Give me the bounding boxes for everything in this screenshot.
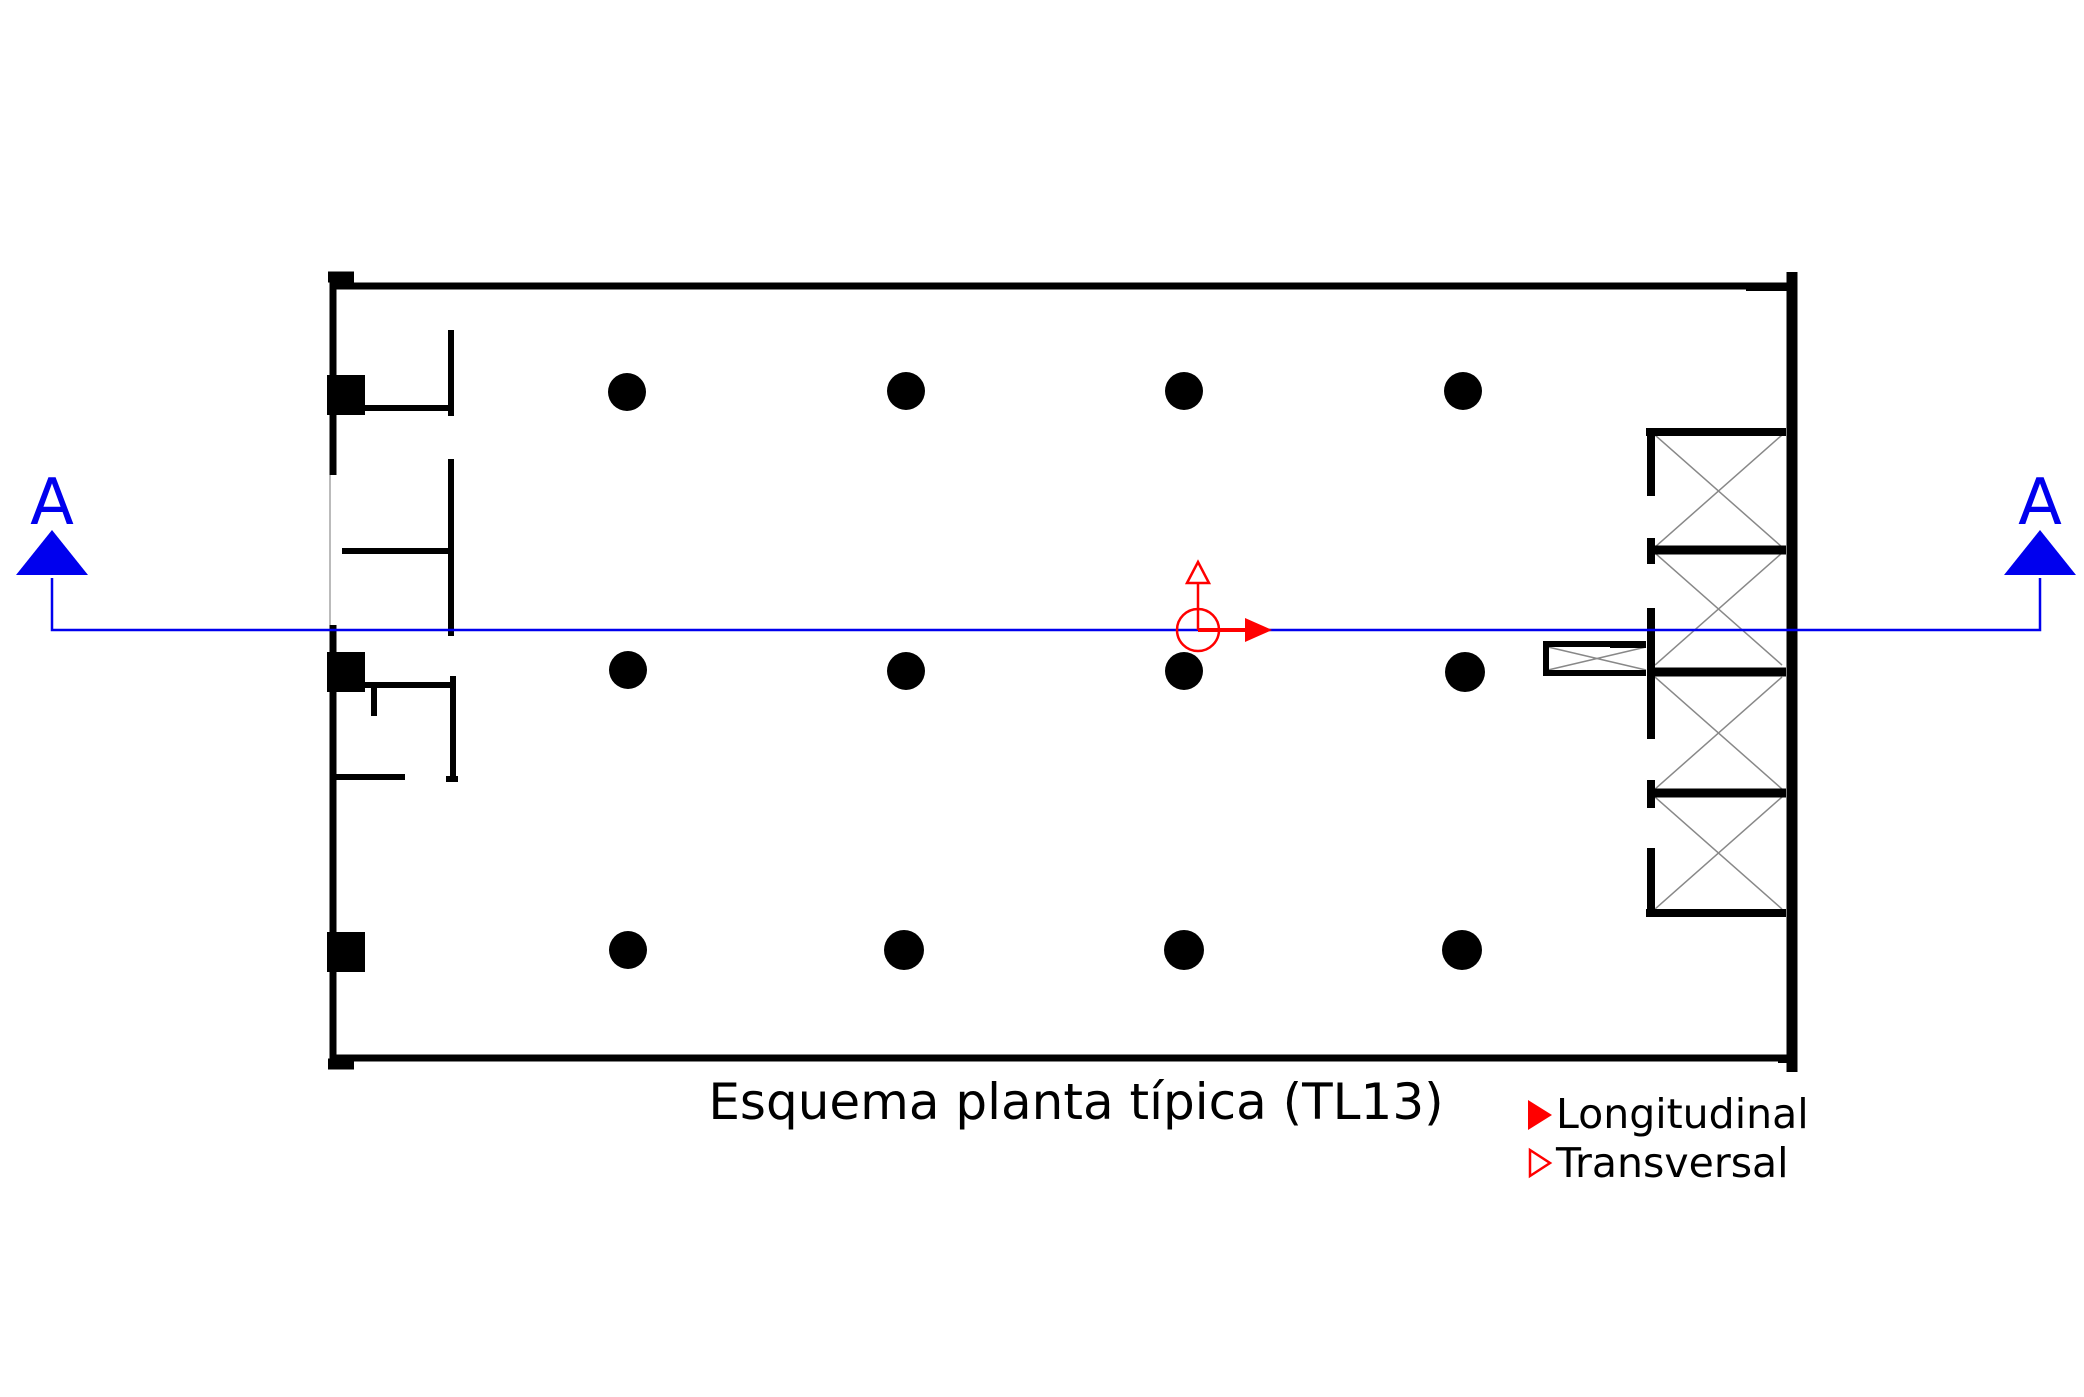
longitudinal-legend-icon	[1528, 1100, 1552, 1130]
round-column	[1445, 652, 1485, 692]
elevator-core	[1543, 428, 1786, 917]
diagram-title: Esquema planta típica (TL13)	[708, 1073, 1443, 1131]
interior-columns	[608, 372, 1485, 970]
legend-transversal: Transversal	[1555, 1139, 1789, 1187]
perimeter-column	[327, 932, 365, 972]
round-column	[1164, 930, 1204, 970]
section-cut-line	[50, 578, 2042, 632]
left-partitions	[333, 330, 458, 782]
section-label-left: A	[30, 466, 74, 540]
round-column	[1165, 372, 1203, 410]
round-column	[609, 651, 647, 689]
center-axes	[1175, 559, 1272, 653]
round-column	[884, 930, 924, 970]
section-marker-right-arrow	[2004, 530, 2076, 575]
legend: Longitudinal Transversal	[1528, 1090, 1809, 1187]
perimeter-column	[327, 652, 365, 692]
hollow-triangle-arrow-icon	[1184, 559, 1212, 585]
round-column	[1165, 652, 1203, 690]
perimeter-columns	[327, 375, 365, 972]
perimeter-column	[327, 375, 365, 415]
transversal-legend-icon	[1528, 1147, 1553, 1179]
filled-triangle-arrow-icon	[1245, 618, 1272, 642]
section-label-right: A	[2018, 466, 2062, 540]
outer-walls	[328, 271, 1798, 1072]
round-column	[1444, 372, 1482, 410]
section-marker-left-arrow	[16, 530, 88, 575]
section-line-a: A A	[16, 466, 2076, 632]
round-column	[887, 652, 925, 690]
round-column	[608, 373, 646, 411]
legend-longitudinal: Longitudinal	[1556, 1090, 1809, 1138]
round-column	[609, 931, 647, 969]
round-column	[887, 372, 925, 410]
round-column	[1442, 930, 1482, 970]
